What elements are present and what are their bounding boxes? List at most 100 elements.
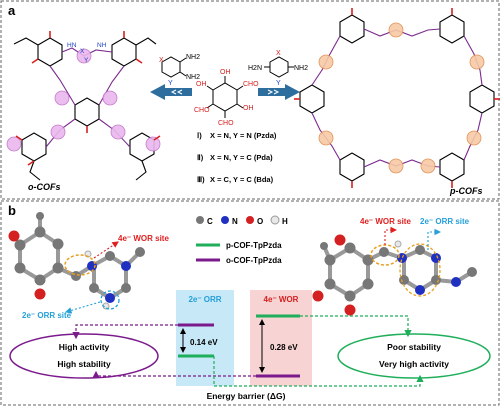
left-orr-site-label: 2e⁻ ORR site — [22, 311, 72, 320]
linker-9 — [135, 37, 157, 46]
right-ellipse-line-1: Poor stability — [387, 342, 441, 352]
p-cof-oxygens — [294, 8, 500, 188]
p-ring-highlight-1 — [388, 22, 404, 38]
reaction-1-text: X = N, Y = N (Pzda) — [210, 131, 277, 140]
wor-site-circle-left — [64, 254, 96, 276]
monomer-para-nh2: NH2 — [294, 65, 308, 72]
right-ellipse — [337, 333, 491, 379]
p-ring-highlight-7 — [420, 158, 436, 174]
arrow-right — [258, 84, 300, 100]
p-tp-core-2 — [439, 14, 465, 44]
atom-legend: C N O H — [196, 215, 288, 226]
reaction-2-numeral: Ⅱ) — [197, 153, 204, 162]
linker-8 — [13, 37, 39, 46]
tp-oh-right: OH — [243, 105, 254, 112]
p-tp-core-6 — [439, 152, 465, 182]
monomer-ortho-nh2-bottom: NH2 — [186, 74, 200, 81]
orr-barrier-value: 0.14 eV — [190, 338, 218, 347]
ring-highlight-1 — [76, 48, 92, 64]
monomer-para — [264, 56, 294, 78]
legend-c-text: C — [207, 217, 213, 226]
p-ring-highlight-2 — [318, 54, 334, 70]
legend-h-text: H — [282, 217, 288, 226]
reaction-3-text: X = C, Y = C (Bda) — [210, 175, 274, 184]
p-tp-core-1 — [339, 14, 365, 44]
left-ellipse-line-1: High activity — [59, 342, 110, 352]
reaction-list: Ⅰ) X = N, Y = N (Pzda) Ⅱ) X = N, Y = C (… — [197, 131, 277, 184]
arrow-left — [150, 84, 192, 100]
ring-highlight-7 — [145, 136, 161, 152]
tp-core-4 — [21, 132, 47, 162]
legend-h-ball — [270, 215, 280, 225]
o-cof-label: o-COFs — [28, 182, 61, 192]
linker-2 — [49, 65, 76, 106]
p-cof-label: p-COFs — [449, 186, 483, 196]
o-cof-nh-label: NH — [97, 42, 107, 49]
monomer-para-x: X — [276, 50, 281, 57]
ring-highlight-3 — [102, 90, 118, 106]
p-ring-highlight-5 — [466, 130, 482, 146]
right-ellipse-line-2: Very high activity — [379, 359, 449, 369]
ring-highlight-5 — [110, 124, 126, 140]
right-orr-site-label: 2e⁻ ORR site — [420, 217, 470, 226]
p-tp-core-5 — [339, 152, 365, 182]
tp-core-2 — [111, 37, 137, 67]
panel-a-label: a — [8, 3, 16, 18]
monomer-ortho-nh2-top: NH2 — [186, 54, 200, 61]
tp-core-5 — [129, 132, 155, 162]
left-ellipse-line-2: High stability — [57, 359, 111, 369]
linker-6 — [29, 160, 41, 181]
legend-o-ball — [246, 216, 254, 224]
tp-cho-bottom: CHO — [218, 120, 234, 127]
panel-b-frame — [0, 200, 500, 406]
tp-cho-left: CHO — [194, 107, 210, 114]
monomer-ortho — [161, 56, 187, 78]
p-cof-network — [299, 14, 495, 182]
p-linker-1 — [363, 28, 441, 37]
o-cof-atom-labels: X Y HN NH — [67, 42, 107, 64]
tp-oh-left: OH — [196, 81, 207, 88]
monomer-ortho-y: Y — [168, 80, 173, 87]
monomer-para-h2n: H2N — [248, 65, 262, 72]
orr-site-circle-left — [100, 290, 120, 310]
tp-oh-top: OH — [220, 69, 231, 76]
monomer-para-y: Y — [276, 80, 281, 87]
p-ring-highlight-4 — [318, 130, 334, 146]
wor-header: 4e⁻ WOR — [264, 295, 299, 304]
legend-o-text: O — [257, 217, 263, 226]
reaction-1-numeral: Ⅰ) — [197, 131, 202, 140]
tp-monomer — [206, 76, 244, 118]
tp-core-1 — [37, 37, 63, 67]
linker-7 — [135, 160, 147, 181]
p-tp-core-3 — [299, 84, 325, 114]
wor-box — [250, 290, 312, 386]
tp-core-3 — [74, 97, 100, 127]
tp-cho-right: CHO — [243, 81, 259, 88]
panel-a: a — [0, 0, 500, 200]
o-cof-x-label: X — [80, 48, 85, 55]
reaction-3-numeral: Ⅲ) — [197, 175, 205, 184]
o-cof-y-label: Y — [84, 57, 89, 64]
energy-axis-label: Energy barrier (ΔG) — [207, 391, 286, 401]
panel-b-label: b — [8, 203, 16, 218]
ring-site-circle-right — [399, 243, 441, 297]
molecule-o-cof — [8, 212, 145, 314]
panel-b: b — [0, 200, 500, 406]
right-wor-site-label: 4e⁻ WOR site — [360, 217, 411, 226]
monomer-ortho-x: X — [159, 57, 164, 64]
orr-header: 2e⁻ ORR — [188, 295, 221, 304]
line-legend: p-COF-TpPzda o-COF-TpPzda — [196, 241, 282, 265]
legend-n-ball — [221, 216, 229, 224]
legend-o-cof: o-COF-TpPzda — [226, 256, 282, 265]
ring-highlight-4 — [50, 124, 66, 140]
molecule-p-cof — [312, 226, 477, 316]
orr-box — [176, 290, 234, 386]
p-ring-highlight-6 — [388, 158, 404, 174]
wor-barrier-value: 0.28 eV — [270, 343, 298, 352]
ring-highlight-6 — [6, 136, 22, 152]
p-ring-highlight-3 — [469, 54, 485, 70]
o-cof-network — [13, 37, 157, 181]
panel-a-frame — [0, 0, 500, 200]
p-tp-core-4 — [469, 84, 495, 114]
